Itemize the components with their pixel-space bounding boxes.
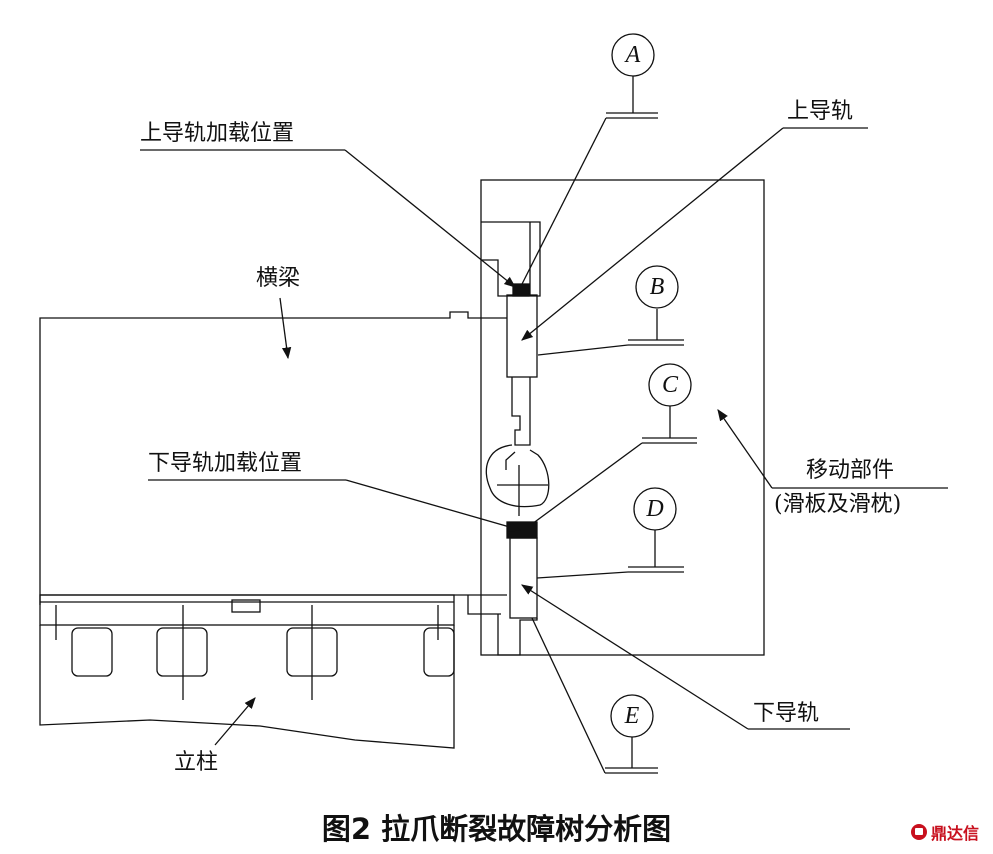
- marker-label-b: B: [649, 274, 665, 300]
- label-moving-part: 移动部件: [806, 458, 895, 483]
- label-moving-part-detail: (滑板及滑枕): [774, 492, 902, 517]
- watermark-emblem-icon: [910, 824, 927, 840]
- watermark-logo: 鼎达信: [910, 820, 979, 844]
- beam-outline: [39, 311, 507, 605]
- lower-guide-rail: [509, 537, 538, 619]
- marker-circle-c: [648, 363, 692, 407]
- column-body: [39, 625, 455, 749]
- label-beam: 横梁: [256, 266, 301, 291]
- figure-caption: 图2 拉爪断裂故障树分析图: [321, 812, 672, 846]
- column-top-band: [39, 594, 455, 626]
- marker-circle-d: [633, 487, 677, 531]
- marker-label-d: D: [646, 496, 664, 522]
- upper-clamp-block: [481, 221, 541, 297]
- marker-label-a: A: [625, 42, 641, 68]
- watermark-text: 鼎达信: [930, 824, 979, 843]
- claw-body: [485, 444, 550, 508]
- marker-label-e: E: [624, 703, 640, 729]
- marker-circle-b: [635, 265, 679, 309]
- label-upper-rail: 上导轨: [787, 99, 854, 124]
- marker-circle-a: [611, 33, 655, 77]
- label-lower-rail: 下导轨: [753, 701, 820, 726]
- label-lower-rail-load: 下导轨加载位置: [148, 451, 303, 476]
- moving-part-outline: [480, 179, 765, 656]
- marker-label-c: C: [661, 372, 678, 398]
- label-upper-rail-load: 上导轨加载位置: [140, 121, 295, 146]
- marker-circle-e: [610, 694, 654, 738]
- label-column: 立柱: [174, 750, 219, 775]
- upper-guide-rail: [506, 294, 538, 378]
